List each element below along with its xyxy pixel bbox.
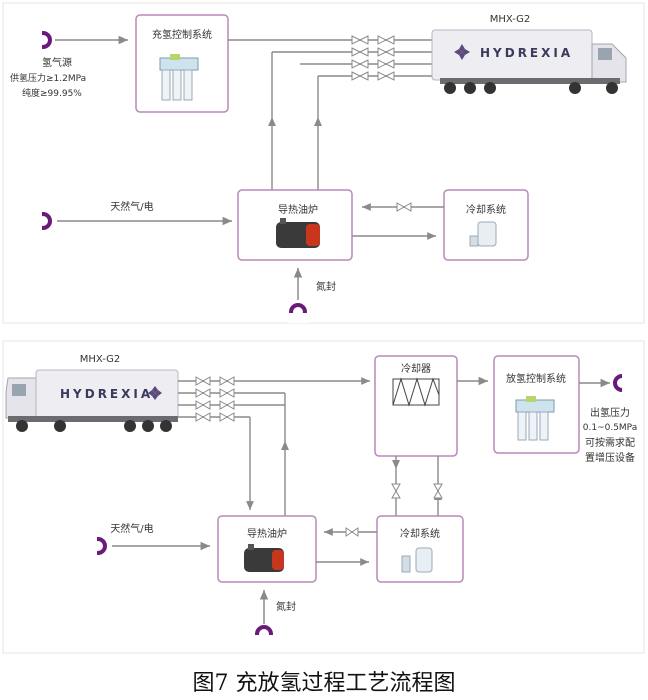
top-panel [2,2,645,324]
out-pressure-line2: 0.1~0.5MPa [583,423,637,433]
valve-icon [396,202,412,212]
top-gas-power-label: 天然气/电 [110,200,153,213]
furnace-icon-top [276,218,320,248]
gas-power-source-icon-bottom [87,536,107,556]
charge-control-label: 充氢控制系统 [152,28,212,41]
h2-source-purity: 纯度≥99.95% [22,87,82,99]
out-pressure-line4: 置增压设备 [585,451,635,464]
bottom-panel [2,340,645,654]
top-oil-furnace-label: 导热油炉 [278,203,318,216]
out-pressure-line3: 可按需求配 [585,436,635,449]
gas-power-source-icon-top [32,211,52,231]
bottom-cooling-label: 冷却系统 [400,527,440,540]
figure-caption: 图7 充放氢过程工艺流程图 [193,671,456,696]
bottom-truck-brand: HYDREXIA [60,387,153,401]
bottom-truck-label: MHX-G2 [80,354,121,365]
valve-group-bottom [195,376,235,422]
heat-exchanger-icon [392,377,440,407]
top-truck-brand: HYDREXIA [480,46,573,60]
hydrogen-truck-bottom [5,369,179,432]
hydrogen-source-icon [32,30,52,50]
cooler-label: 冷却器 [401,362,431,375]
bottom-nitrogen-label: 氮封 [276,600,296,613]
bottom-oil-furnace-label: 导热油炉 [247,527,287,540]
top-cooling-label: 冷却系统 [466,203,506,216]
cooler-box [374,355,458,457]
filter-unit-icon [159,54,199,101]
out-pressure-line1: 出氢压力 [590,406,630,419]
furnace-icon-bottom [244,544,284,572]
hydrogen-output-icon [613,373,632,393]
hydrogen-truck-top [431,29,627,94]
filter-unit-icon-bottom [515,396,555,441]
nitrogen-source-icon-top [288,303,308,323]
top-nitrogen-label: 氮封 [316,280,336,293]
valve-icon [345,527,359,537]
h2-source-title: 氢气源 [42,56,72,69]
bottom-gas-power-label: 天然气/电 [110,522,153,535]
discharge-control-label: 放氢控制系统 [506,372,566,385]
valve-group-top [351,35,395,81]
top-truck-label: MHX-G2 [490,14,531,25]
h2-source-pressure: 供氢压力≥1.2MPa [10,72,86,84]
cooling-tank-icon-bottom [401,547,433,573]
nitrogen-source-icon-bottom [254,625,274,645]
cooling-tank-icon-top [469,221,497,247]
